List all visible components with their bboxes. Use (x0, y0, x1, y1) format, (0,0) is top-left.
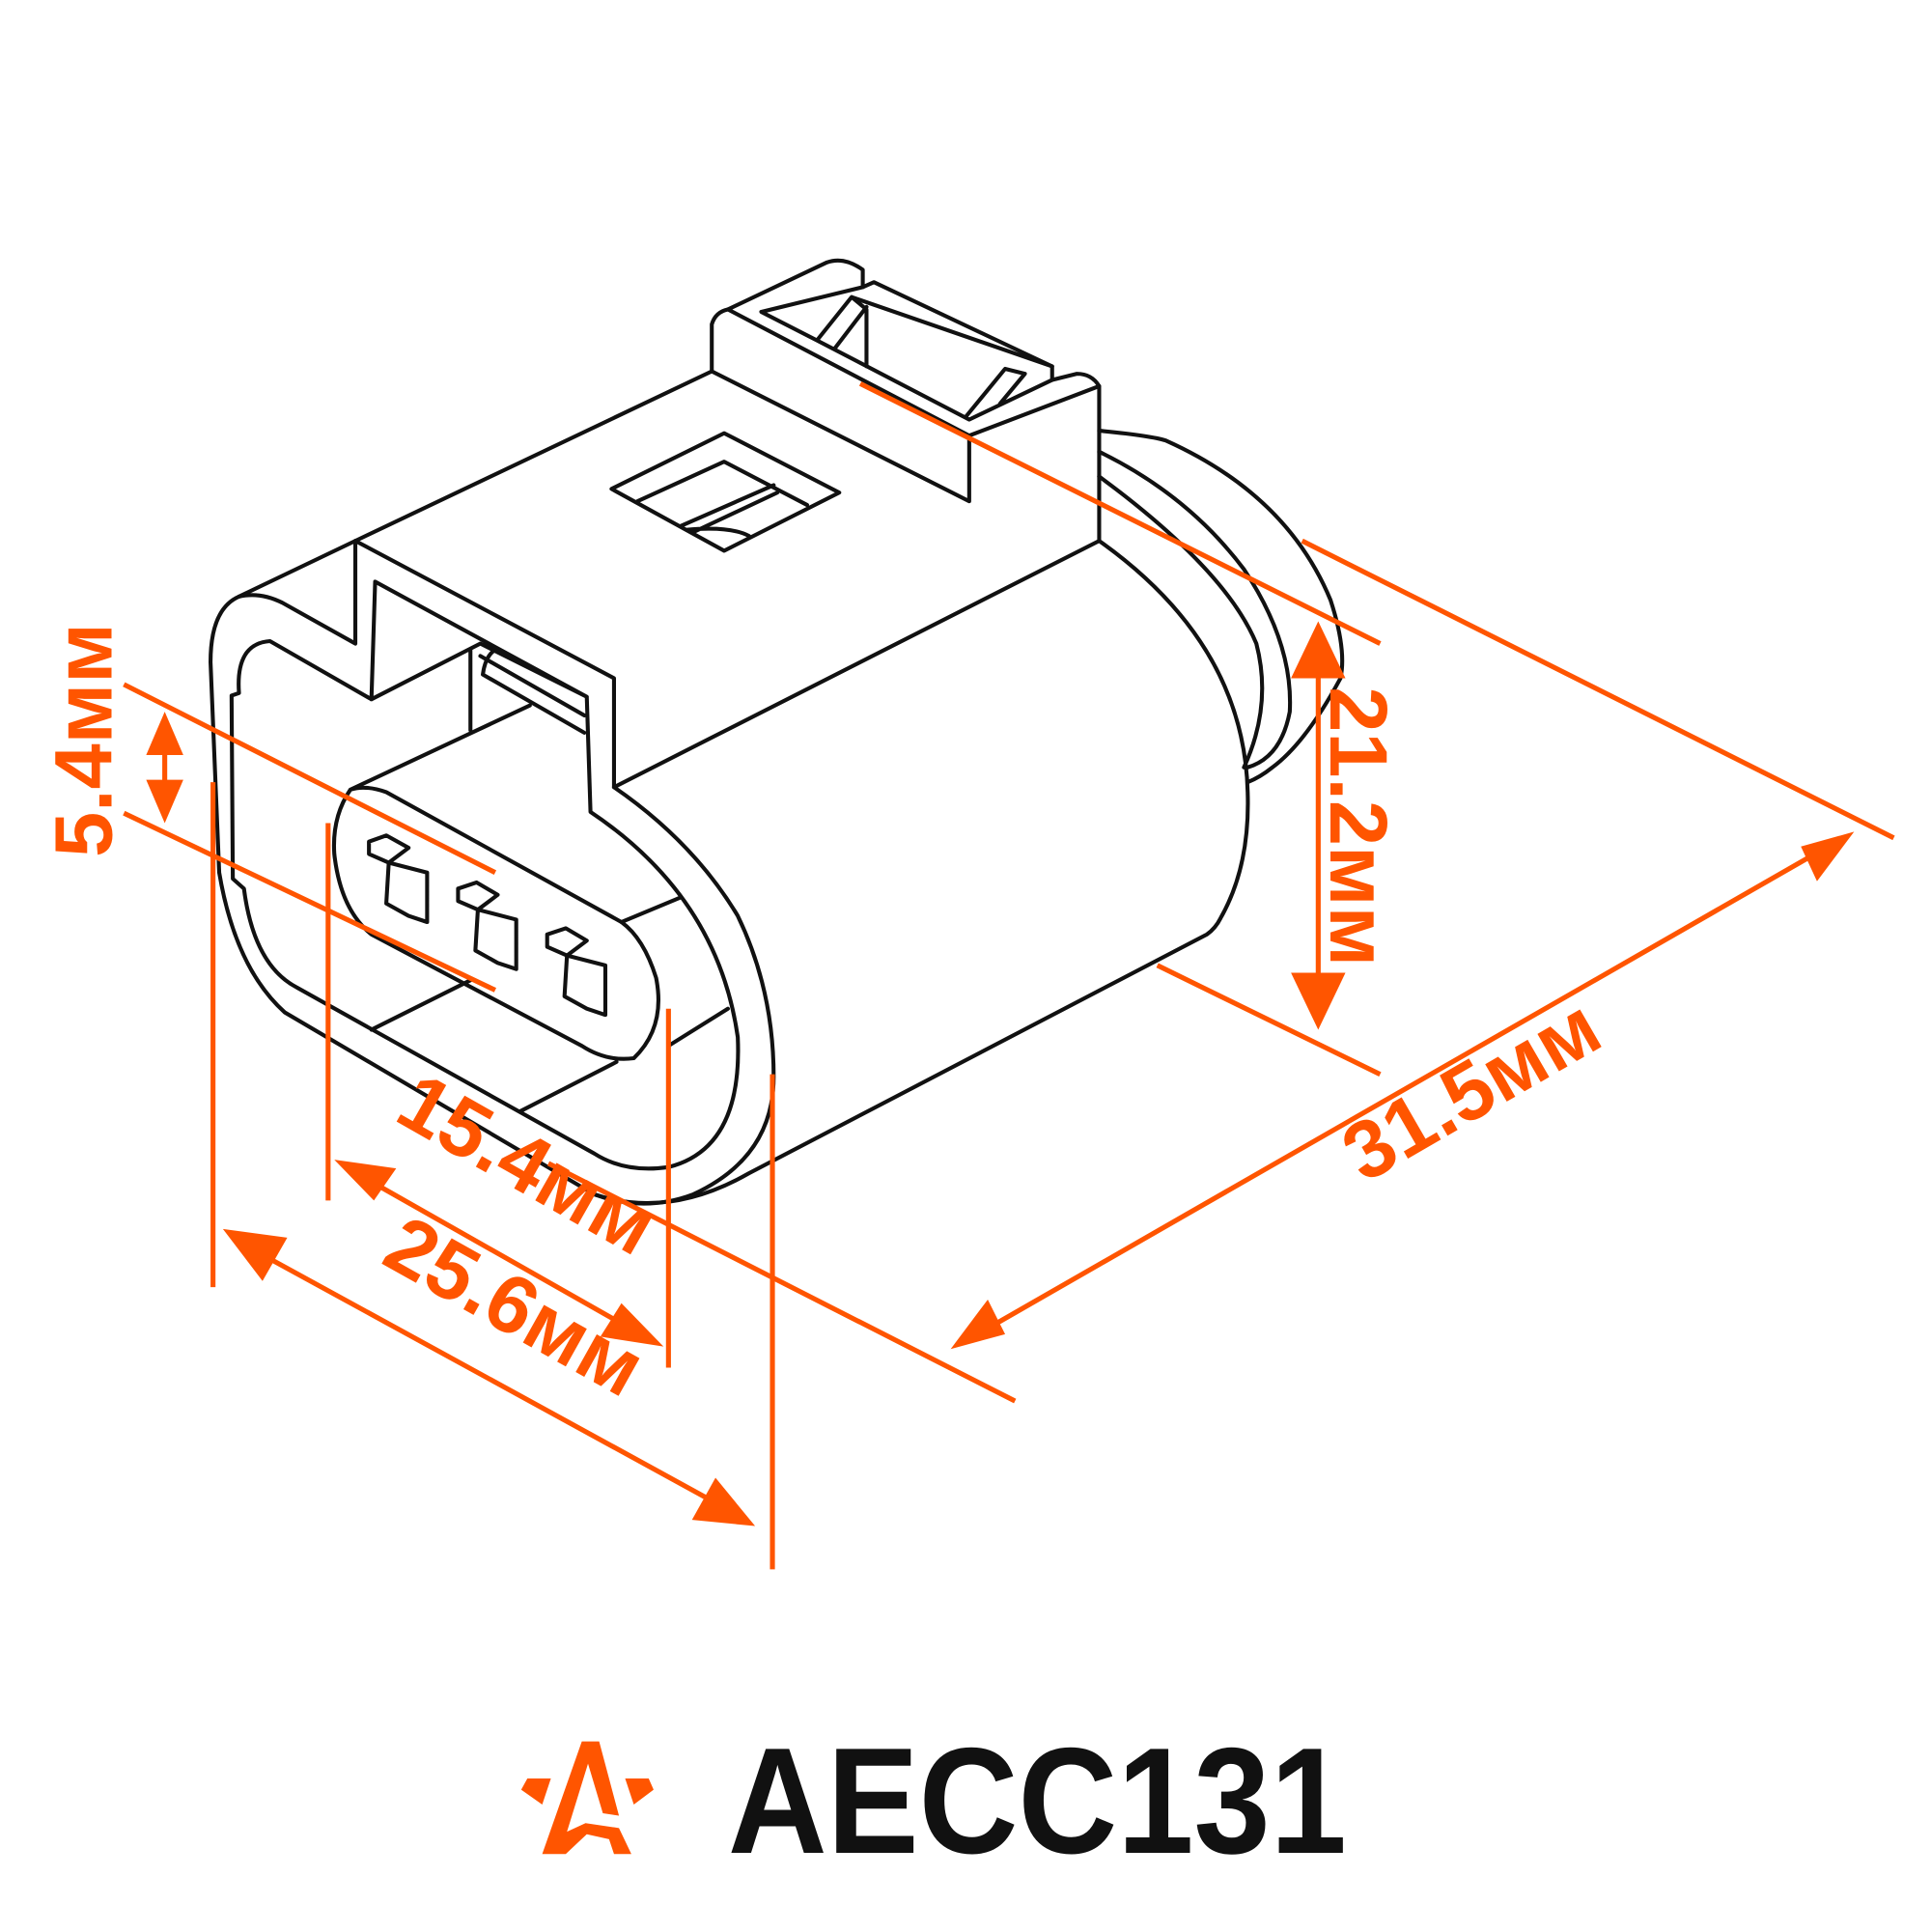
dim-line-15-4 (364, 1176, 635, 1333)
dim-label-21-2: 21.2мм (1313, 686, 1405, 966)
extension-line (1301, 538, 1895, 841)
arrow-head (691, 1477, 756, 1526)
extension-line (123, 682, 497, 876)
arrow-head (146, 779, 183, 824)
dim-line-25-6 (252, 1247, 726, 1510)
front-face (229, 539, 741, 1171)
extension-line (123, 810, 496, 993)
arrow-head (146, 712, 183, 755)
arrow-head (950, 1299, 1006, 1350)
product-code: AECC131 (728, 1717, 1347, 1886)
arrow-head (600, 1302, 664, 1347)
latch-top (710, 285, 1102, 504)
arrow-head (1801, 831, 1855, 882)
star-a-logo-icon (520, 1741, 654, 1855)
connector-body-outline (352, 258, 1102, 790)
arrow-head (222, 1228, 288, 1281)
extension-line (1156, 963, 1382, 1077)
extension-line (858, 381, 1382, 646)
arrow-head (1291, 621, 1346, 679)
socket-face (331, 703, 776, 1206)
extension-line (546, 1161, 1017, 1404)
dim-label-5-4: 5.4мм (38, 623, 129, 857)
connector-drawing (209, 258, 1345, 1206)
latch-window (609, 431, 842, 553)
dim-label-31-5: 31.5мм (1327, 980, 1614, 1199)
front-shell (209, 539, 1250, 1206)
arrow-head (1291, 972, 1346, 1030)
arrow-head (334, 1160, 397, 1201)
dimension-lines (123, 381, 1895, 1570)
pins (367, 833, 608, 1018)
dim-line-31-5 (982, 845, 1828, 1333)
